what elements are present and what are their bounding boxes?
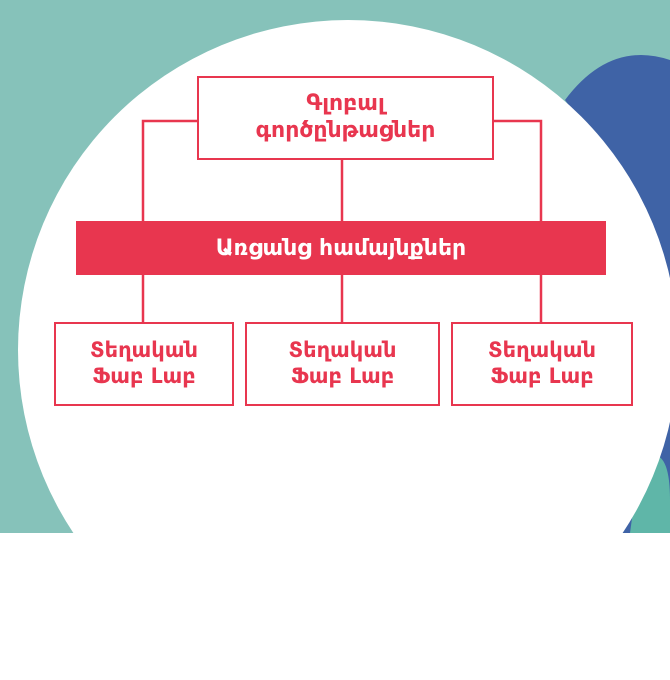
leaf-node-local-fab-lab-1: Տեղական Ֆաբ Լաբ xyxy=(54,322,234,406)
leaf-2-line-1: Տեղական xyxy=(288,338,397,363)
connector-lines xyxy=(141,119,543,322)
leaf-1-line-2: Ֆաբ Լաբ xyxy=(92,364,196,388)
leaf-1-line-1: Տեղական xyxy=(90,338,198,363)
leaf-2-line-2: Ֆաբ Լաբ xyxy=(290,364,395,388)
connector-root-right xyxy=(494,119,543,221)
leaf-node-local-fab-lab-2: Տեղական Ֆաբ Լաբ xyxy=(245,322,440,406)
connector-root-left xyxy=(141,119,197,221)
middle-node-online-communities: Առցանց համայնքներ xyxy=(76,221,606,275)
root-node-line-2: գործընթացներ xyxy=(255,118,436,143)
root-node-global-processes: Գլոբալ գործընթացներ xyxy=(197,76,494,160)
middle-node-label: Առցանց համայնքներ xyxy=(215,235,467,261)
leaf-3-line-2: Ֆաբ Լաբ xyxy=(490,364,594,388)
leaf-node-local-fab-lab-3: Տեղական Ֆաբ Լաբ xyxy=(451,322,633,406)
root-node-line-1: Գլոբալ xyxy=(306,91,385,117)
leaf-3-line-1: Տեղական xyxy=(488,338,596,363)
